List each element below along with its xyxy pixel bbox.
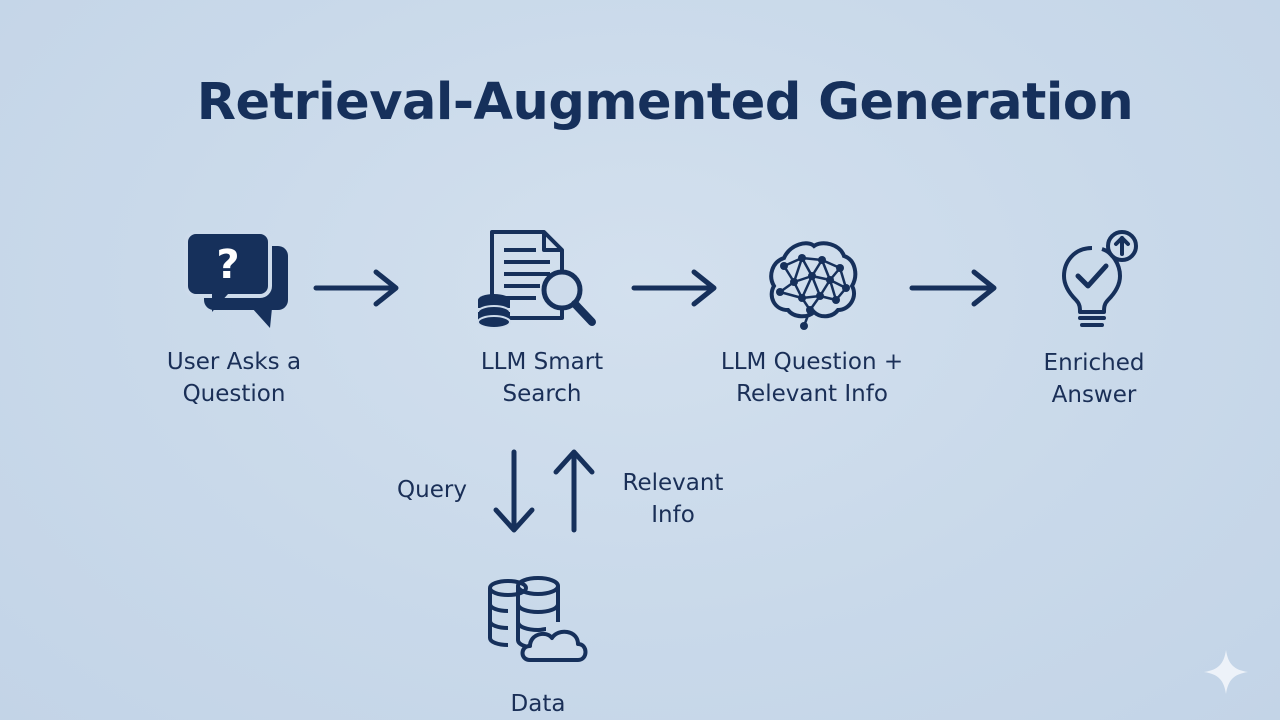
page-title: Retrieval-Augmented Generation	[196, 73, 1134, 132]
arrow-up-icon	[553, 449, 595, 533]
arrow-right-icon	[909, 269, 997, 307]
step-label-user-question: User Asks a Question	[166, 349, 302, 407]
arrow-right-icon	[313, 269, 399, 307]
lightbulb-check-icon	[1062, 230, 1138, 327]
arrow-down-icon	[493, 449, 535, 533]
document-search-icon	[477, 230, 596, 329]
arrow-right-icon	[631, 269, 717, 307]
database-cloud-icon	[488, 576, 588, 662]
relevant-info-label: Relevant Info	[622, 470, 724, 528]
sparkle-icon	[1204, 650, 1248, 694]
step-label-smart-search: LLM Smart Search	[480, 349, 604, 407]
data-label: Data	[510, 691, 566, 717]
svg-text:?: ?	[216, 242, 239, 288]
step-label-enriched-answer: Enriched Answer	[1043, 350, 1145, 408]
question-chat-icon: ?	[184, 230, 288, 328]
neural-brain-icon	[769, 241, 858, 330]
query-label: Query	[397, 477, 467, 503]
step-label-question-info: LLM Question + Relevant Info	[720, 349, 904, 407]
